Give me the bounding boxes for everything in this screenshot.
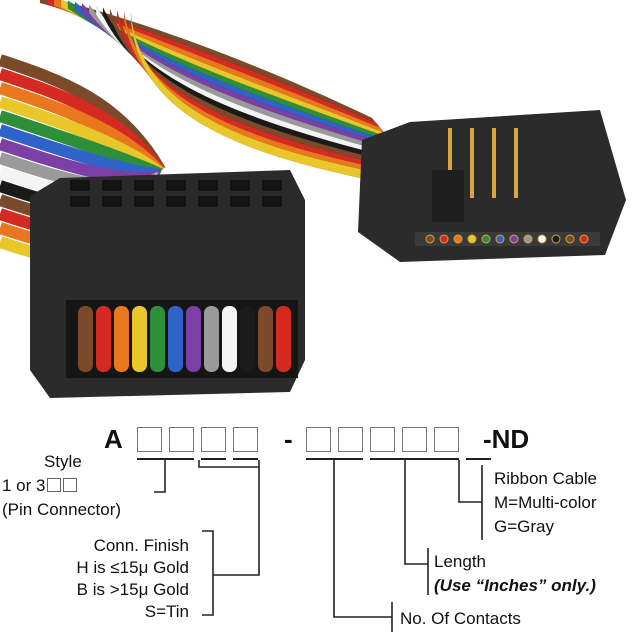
style-label: Style <box>44 452 82 471</box>
contact-dot <box>495 234 505 244</box>
length-note: (Use “Inches” only.) <box>434 576 596 595</box>
part-number-box-b-2 <box>338 427 363 452</box>
pin-connector-line1: 1 or 3 <box>2 476 78 496</box>
length-title: Length <box>434 552 486 571</box>
contact-dot <box>579 234 589 244</box>
gold-pin <box>514 128 518 198</box>
contact-dot <box>509 234 519 244</box>
wire-end <box>222 306 237 372</box>
socket-hole <box>198 196 218 207</box>
pin-connector-line2: (Pin Connector) <box>2 500 122 519</box>
leader-finish-join <box>198 460 259 468</box>
underline-ribbon <box>466 458 491 460</box>
socket-hole <box>102 180 122 191</box>
gold-pin <box>492 128 496 198</box>
product-photo <box>0 0 626 398</box>
contact-dot <box>565 234 575 244</box>
socket-hole <box>230 196 250 207</box>
socket-hole <box>166 196 186 207</box>
contact-dot <box>425 234 435 244</box>
ribbon-title: Ribbon Cable <box>494 469 598 488</box>
gold-pin <box>470 128 474 198</box>
wire-end <box>204 306 219 372</box>
part-number-box-b-3 <box>370 427 395 452</box>
wire-end <box>132 306 147 372</box>
blank-box-icon <box>47 478 62 492</box>
socket-hole <box>262 196 282 207</box>
wire-end <box>78 306 93 372</box>
wire-end <box>168 306 183 372</box>
part-number-box-a-3 <box>201 427 226 452</box>
leader-length <box>404 460 428 565</box>
leader-contacts <box>333 460 392 618</box>
conn-finish-h: H is ≤15μ Gold <box>76 558 189 577</box>
contact-dot <box>453 234 463 244</box>
conn-finish-s: S=Tin <box>144 602 189 621</box>
wire-end <box>96 306 111 372</box>
contact-dot <box>537 234 547 244</box>
socket-hole <box>134 196 154 207</box>
part-number-box-a-4 <box>233 427 258 452</box>
conn-finish-title: Conn. Finish <box>93 536 189 555</box>
contact-dot <box>523 234 533 244</box>
socket-hole <box>230 180 250 191</box>
gold-pin <box>448 128 452 198</box>
contact-dot <box>481 234 491 244</box>
wire-end <box>240 306 255 372</box>
wire-end <box>258 306 273 372</box>
contacts-label: No. Of Contacts <box>400 609 521 628</box>
leader-style <box>154 460 166 493</box>
socket-holes <box>70 180 282 207</box>
underline-style <box>137 458 194 460</box>
socket-hole <box>166 180 186 191</box>
underline-length <box>370 458 459 460</box>
socket-hole <box>262 180 282 191</box>
part-number-box-a-2 <box>169 427 194 452</box>
underline-contacts <box>306 458 363 460</box>
contact-dot <box>467 234 477 244</box>
conn-finish-b: B is >15μ Gold <box>76 580 189 599</box>
socket-hole <box>70 180 90 191</box>
contact-dot <box>439 234 449 244</box>
part-number-dash: - <box>284 424 293 454</box>
part-number-box-b-1 <box>306 427 331 452</box>
part-number-box-b-5 <box>434 427 459 452</box>
contact-dot <box>551 234 561 244</box>
part-number-suffix: -ND <box>483 424 530 454</box>
ribbon-g: G=Gray <box>494 517 554 536</box>
right-connector-latch <box>432 170 464 222</box>
bracket-finish <box>202 530 214 616</box>
underline-finish-a <box>201 458 226 460</box>
wire-end <box>186 306 201 372</box>
wire-end <box>114 306 129 372</box>
ribbon-m: M=Multi-color <box>494 493 597 512</box>
part-number-box-b-4 <box>402 427 427 452</box>
blank-box-icon <box>63 478 78 492</box>
wire-end <box>276 306 291 372</box>
wire-end <box>150 306 165 372</box>
socket-hole <box>102 196 122 207</box>
leader-ribbon <box>458 460 482 503</box>
underline-finish-b <box>233 458 258 460</box>
left-connector <box>30 170 305 398</box>
socket-hole <box>70 196 90 207</box>
socket-hole <box>134 180 154 191</box>
part-number-box-a-1 <box>137 427 162 452</box>
right-connector <box>358 110 626 262</box>
leader-finish <box>213 460 260 576</box>
part-number-prefix: A <box>104 424 123 454</box>
socket-hole <box>198 180 218 191</box>
